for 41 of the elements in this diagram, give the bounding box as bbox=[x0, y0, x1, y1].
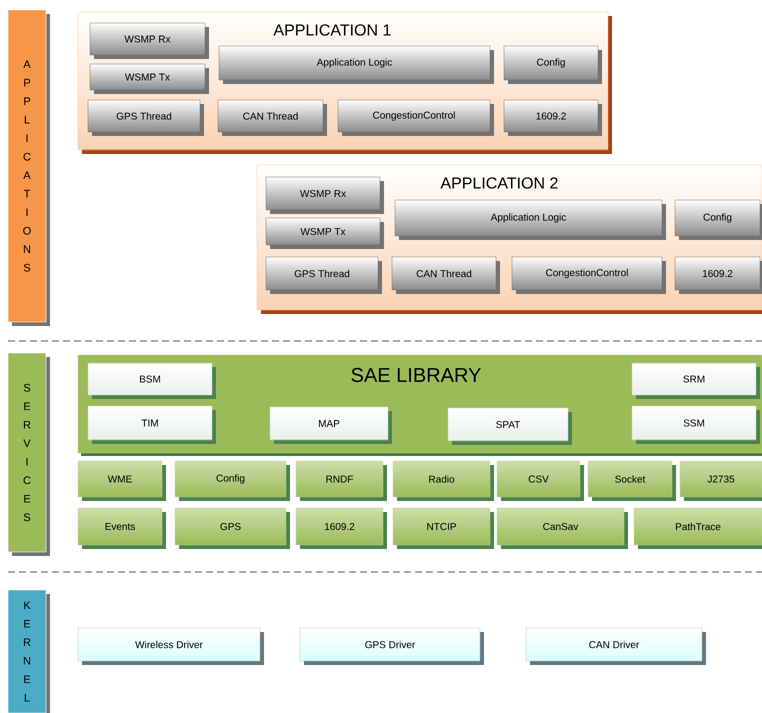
driver-box: Wireless Driver bbox=[78, 628, 264, 665]
message-box: BSM bbox=[88, 362, 216, 399]
message-box: MAP bbox=[270, 406, 392, 444]
module-box: Config bbox=[674, 200, 762, 240]
module-box: CAN Thread bbox=[218, 100, 327, 136]
module-box: Application Logic bbox=[394, 200, 666, 240]
module-box: PathTrace bbox=[634, 508, 762, 549]
module-box: Socket bbox=[588, 460, 676, 501]
module-box: Config bbox=[504, 46, 602, 84]
module-box: Config bbox=[174, 460, 290, 501]
layer-band: APPLICATIONS bbox=[8, 10, 50, 326]
driver-box: GPS Driver bbox=[300, 628, 484, 665]
module-box: CongestionControl bbox=[512, 256, 666, 294]
module-box: CongestionControl bbox=[338, 100, 494, 136]
module-box: WME bbox=[78, 460, 166, 501]
module-box: RNDF bbox=[296, 460, 387, 501]
module-box: Radio bbox=[392, 460, 494, 501]
module-box: 1609.2 bbox=[504, 100, 602, 136]
module-box: WSMP Tx bbox=[90, 64, 209, 94]
module-box: Events bbox=[78, 508, 166, 549]
module-box: Application Logic bbox=[218, 46, 494, 84]
module-box: 1609.2 bbox=[296, 508, 387, 549]
module-box: GPS Thread bbox=[266, 256, 382, 294]
module-box: CanSav bbox=[496, 508, 628, 549]
message-box: TIM bbox=[88, 406, 216, 444]
module-box: NTCIP bbox=[392, 508, 494, 549]
module-box: WSMP Rx bbox=[266, 176, 384, 214]
module-box: WSMP Tx bbox=[266, 218, 384, 249]
module-box: J2735 bbox=[680, 460, 762, 501]
module-box: CAN Thread bbox=[392, 256, 500, 294]
message-box: SPAT bbox=[448, 408, 572, 445]
module-box: 1609.2 bbox=[674, 256, 762, 294]
message-box: SRM bbox=[632, 362, 760, 399]
module-box: GPS bbox=[174, 508, 290, 549]
message-box: SSM bbox=[632, 406, 760, 444]
layer-band: KERNEL bbox=[8, 590, 50, 713]
module-box: CSV bbox=[496, 460, 584, 501]
module-box: GPS Thread bbox=[88, 100, 204, 136]
driver-box: CAN Driver bbox=[526, 628, 706, 665]
layer-band: SERVICES bbox=[8, 352, 50, 556]
module-box: WSMP Rx bbox=[90, 22, 209, 59]
